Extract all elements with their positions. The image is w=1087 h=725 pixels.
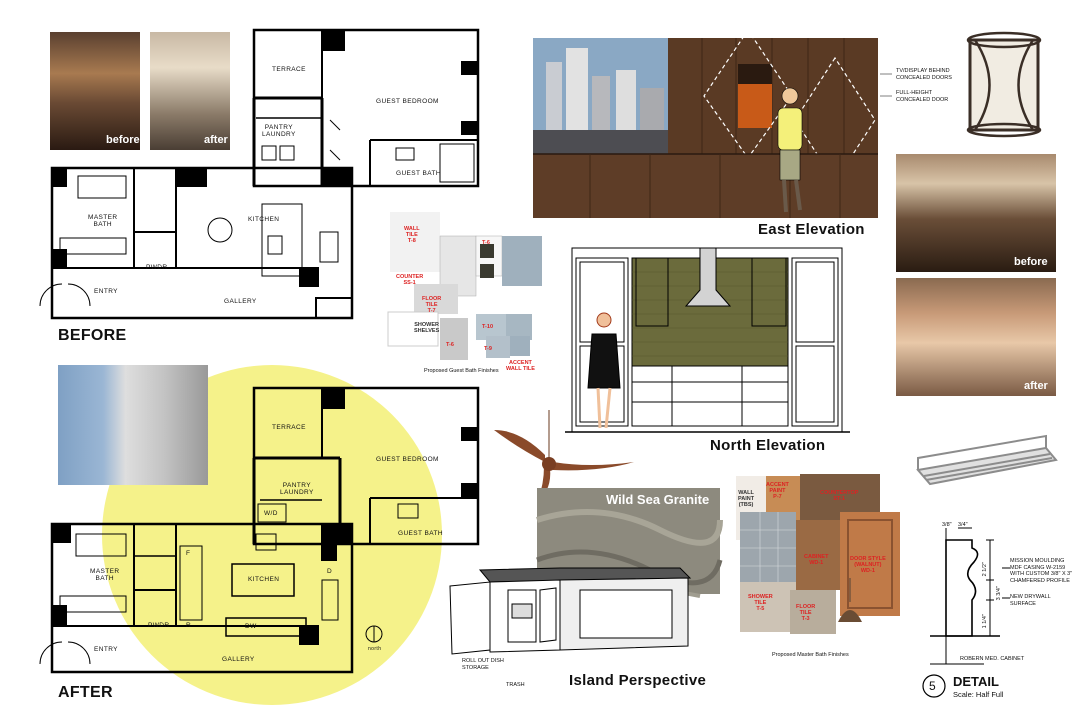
- shower-shelf-image: [916, 434, 1058, 486]
- after-room-dw: DW: [245, 623, 257, 630]
- before-room-pwdr: PWDR: [146, 264, 168, 271]
- after-room-f: F: [186, 550, 191, 557]
- before-room-guest-bath: GUEST BATH: [396, 170, 441, 177]
- guest-label-wall-tile: WALL TILE T-8: [404, 226, 420, 244]
- after-room-master-bath: MASTER BATH: [90, 568, 120, 582]
- north-elevation-title: North Elevation: [710, 437, 826, 454]
- before-room-guest-bedroom: GUEST BEDROOM: [376, 98, 439, 105]
- master-label-cabinet: CABINET WD-1: [804, 554, 829, 566]
- east-note-tv: TV/DISPLAY BEHIND CONCEALED DOORS: [896, 68, 952, 81]
- detail-note-drywall: NEW DRYWALL SURFACE: [1010, 594, 1051, 607]
- after-room-pantry: PANTRY LAUNDRY: [280, 482, 314, 496]
- kitchen-before-caption: before: [1014, 256, 1048, 268]
- master-label-door-style: DOOR STYLE (WALNUT) WD-1: [850, 556, 886, 574]
- kitchen-after-photo: after: [896, 278, 1056, 396]
- bath-before-photo: before: [50, 32, 140, 150]
- master-label-shower-tile: SHOWER TILE T-5: [748, 594, 773, 612]
- before-room-master-bath: MASTER BATH: [88, 214, 118, 228]
- after-room-guest-bath: GUEST BATH: [398, 530, 443, 537]
- bath-before-caption: before: [106, 134, 140, 146]
- master-label-accent-paint: ACCENT PAINT P-7: [766, 482, 789, 500]
- guest-label-floor-tile: FLOOR TILE T-7: [422, 296, 442, 314]
- detail-scale: Scale: Half Full: [953, 690, 1004, 699]
- detail-title: DETAIL: [953, 674, 999, 689]
- detail-dim-3-4: 3/4": [958, 522, 968, 528]
- after-room-guest-bedroom: GUEST BEDROOM: [376, 456, 439, 463]
- after-room-terrace: TERRACE: [272, 424, 306, 431]
- after-room-kitchen: KITCHEN: [248, 576, 280, 583]
- bath-after-photo: after: [150, 32, 230, 150]
- after-plan-title: AFTER: [58, 684, 113, 701]
- before-room-gallery: GALLERY: [224, 298, 257, 305]
- master-finishes-caption: Proposed Master Bath Finishes: [772, 652, 849, 658]
- detail-dim-1-1-4: 1 1/4": [981, 614, 988, 629]
- island-note-trash: TRASH: [506, 682, 525, 688]
- east-note-door: FULL-HEIGHT CONCEALED DOOR: [896, 90, 949, 103]
- guest-label-t6-top: T-6: [482, 240, 490, 246]
- detail-dim-3-8: 3/8": [942, 522, 952, 528]
- island-note-dish: ROLL OUT DISH STORAGE: [462, 658, 504, 671]
- detail-number: 5: [929, 679, 936, 693]
- before-room-kitchen: KITCHEN: [248, 216, 280, 223]
- kitchen-after-caption: after: [1024, 380, 1048, 392]
- master-label-countertop: COUNTERTOP ST-1: [820, 490, 859, 502]
- east-elevation-title: East Elevation: [758, 221, 865, 238]
- north-arrow-label: north: [368, 646, 382, 652]
- north-elevation-drawing: [565, 247, 850, 433]
- guest-label-t9: T-9: [484, 346, 492, 352]
- after-room-d: D: [327, 568, 333, 575]
- kitchen-before-photo: before: [896, 154, 1056, 272]
- detail-dim-2-1-2: 2 1/2": [981, 562, 988, 577]
- guest-label-t10: T-10: [482, 324, 494, 330]
- before-room-terrace: TERRACE: [272, 66, 306, 73]
- guest-finishes-caption: Proposed Guest Bath Finishes: [424, 368, 499, 374]
- guest-label-counter: COUNTER SS-1: [396, 274, 424, 286]
- granite-title: Wild Sea Granite: [606, 492, 710, 507]
- detail-dim-3-3-4: 3 3/4": [995, 586, 1002, 601]
- bath-after-caption: after: [204, 134, 228, 146]
- after-room-entry: ENTRY: [94, 646, 118, 653]
- east-elevation-drawing: [533, 28, 892, 218]
- before-plan-title: BEFORE: [58, 327, 127, 344]
- before-room-entry: ENTRY: [94, 288, 118, 295]
- island-drawing: [449, 567, 692, 655]
- master-finishes-board: [736, 474, 900, 634]
- after-floorplan: [39, 386, 480, 674]
- after-room-pwdr: PWDR: [148, 622, 170, 629]
- ceiling-fan-image: [494, 410, 634, 500]
- master-label-wall-paint: WALL PAINT (TBS): [738, 490, 755, 508]
- after-room-gallery: GALLERY: [222, 656, 255, 663]
- master-label-floor-tile: FLOOR TILE T-3: [796, 604, 816, 622]
- guest-label-accent-wall: ACCENT WALL TILE: [506, 360, 535, 372]
- guest-finishes-board: [387, 212, 542, 360]
- shower-rendering-photo: [58, 365, 208, 485]
- guest-label-t6-bottom: T-6: [446, 342, 454, 348]
- guest-label-shower-shelves: SHOWER SHELVES: [414, 322, 440, 334]
- sconce-image: [966, 31, 1042, 138]
- after-room-r: R: [186, 622, 192, 629]
- island-perspective-title: Island Perspective: [569, 672, 707, 689]
- before-floorplan: [39, 28, 480, 320]
- before-room-pantry: PANTRY LAUNDRY: [262, 124, 296, 138]
- after-room-wd: W/D: [264, 510, 278, 517]
- detail-note-moulding: MISSION MOULDING MDF CASING W-2159 WITH …: [1010, 558, 1073, 584]
- moulding-detail-drawing: [922, 527, 1010, 698]
- detail-note-robern: ROBERN MED. CABINET: [960, 656, 1025, 662]
